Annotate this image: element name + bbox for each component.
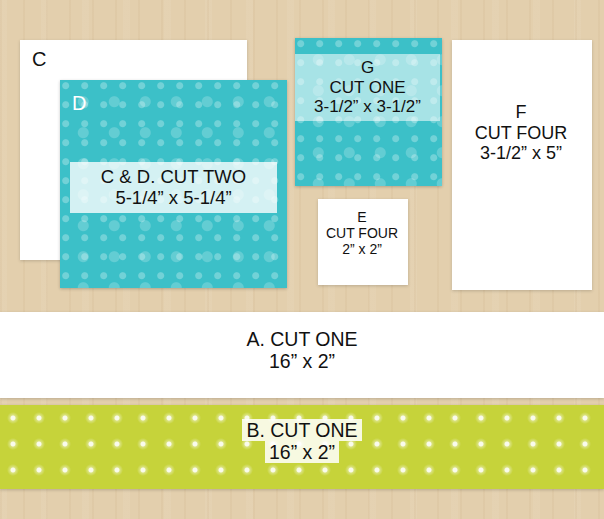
piece-letter: C: [32, 48, 46, 71]
fabric-piece-d: D C & D. CUT TWO 5-1/4” x 5-1/4”: [60, 80, 287, 288]
cut-instruction: E CUT FOUR 2” x 2”: [318, 209, 406, 257]
cut-instruction: C & D. CUT TWO 5-1/4” x 5-1/4”: [70, 162, 277, 213]
fabric-piece-g: G CUT ONE 3-1/2” x 3-1/2”: [295, 38, 442, 186]
text-highlight: 16” x 2”: [265, 441, 339, 463]
text-highlight: B. CUT ONE: [242, 419, 361, 441]
fabric-strip-a: A. CUT ONE 16” x 2”: [0, 312, 604, 398]
fabric-piece-e: E CUT FOUR 2” x 2”: [318, 199, 408, 285]
cut-instruction: F CUT FOUR 3-1/2” x 5”: [452, 102, 590, 164]
fabric-strip-b: B. CUT ONE 16” x 2”: [0, 405, 604, 489]
cut-instruction: A. CUT ONE 16” x 2”: [0, 328, 604, 373]
piece-letter: D: [72, 92, 86, 115]
cut-instruction: G CUT ONE 3-1/2” x 3-1/2”: [295, 54, 440, 121]
fabric-piece-f: F CUT FOUR 3-1/2” x 5”: [452, 40, 592, 290]
cut-instruction: B. CUT ONE 16” x 2”: [0, 419, 604, 464]
